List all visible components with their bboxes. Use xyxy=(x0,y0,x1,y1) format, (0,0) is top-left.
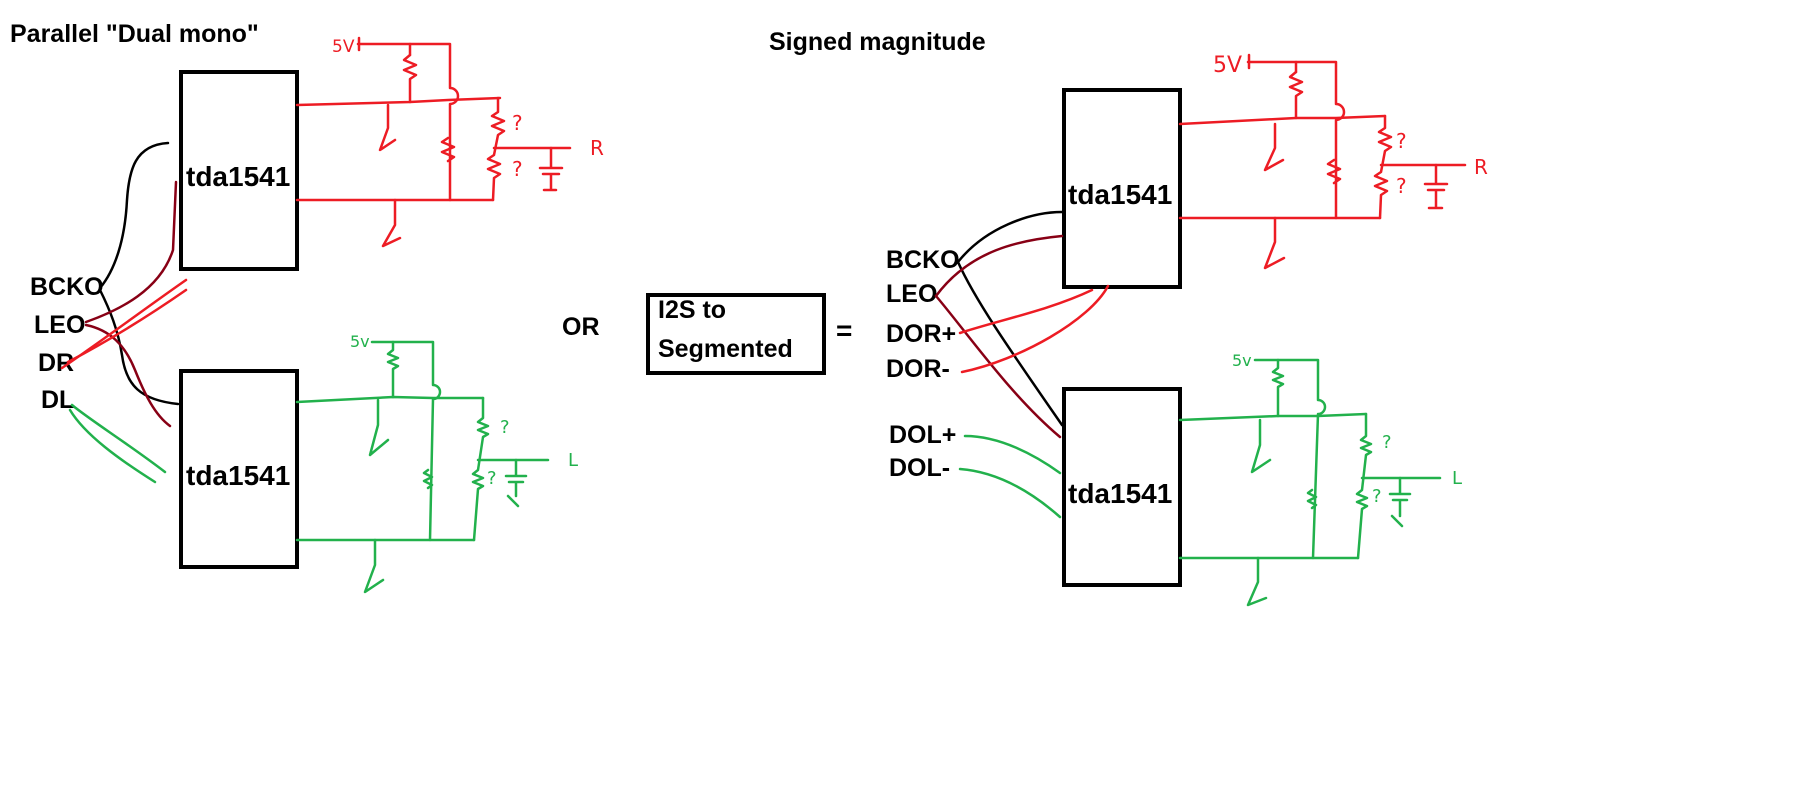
right-chip-bottom-label: tda1541 xyxy=(1068,478,1172,509)
left-pin-dl: DL xyxy=(41,386,74,414)
left-chip-top xyxy=(179,70,299,271)
right-supply-top: 5V xyxy=(1213,53,1242,78)
left-pin-bcko: BCKO xyxy=(30,273,104,301)
right-pin-dol-minus: DOL- xyxy=(889,454,950,482)
right-green-network xyxy=(1178,358,1442,607)
right-q3: ? xyxy=(1382,432,1392,453)
left-q1: ? xyxy=(512,111,523,135)
left-pin-leo: LEO xyxy=(34,311,85,339)
left-chip-bottom-label: tda1541 xyxy=(186,460,290,491)
converter-label-line2: Segmented xyxy=(658,335,793,363)
right-red-network xyxy=(1178,53,1467,270)
right-out-r: R xyxy=(1474,155,1488,179)
or-label: OR xyxy=(562,313,600,341)
left-q4: ? xyxy=(487,468,497,489)
right-title: Signed magnitude xyxy=(769,28,986,56)
right-input-wires xyxy=(934,210,1110,519)
right-pin-dor-plus: DOR+ xyxy=(886,320,956,348)
left-input-wires xyxy=(60,141,188,484)
left-q3: ? xyxy=(500,417,510,438)
equals-sign: = xyxy=(836,315,852,346)
right-chip-top xyxy=(1062,88,1182,289)
right-q2: ? xyxy=(1396,174,1407,198)
right-pin-dor-minus: DOR- xyxy=(886,355,950,383)
converter-box xyxy=(646,293,826,375)
converter-label-line1: I2S to xyxy=(658,296,726,324)
left-green-network xyxy=(295,340,550,594)
left-chip-bottom xyxy=(179,369,299,569)
right-pin-leo: LEO xyxy=(886,280,937,308)
right-q4: ? xyxy=(1372,486,1382,507)
left-chip-top-label: tda1541 xyxy=(186,161,290,192)
left-supply-top: 5V xyxy=(332,37,355,57)
right-supply-bottom: 5v xyxy=(1232,351,1252,370)
left-q2: ? xyxy=(512,157,523,181)
right-pin-bcko: BCKO xyxy=(886,246,960,274)
left-title: Parallel "Dual mono" xyxy=(10,20,259,48)
right-chip-bottom xyxy=(1062,387,1182,587)
left-supply-bottom: 5v xyxy=(350,332,370,351)
left-out-l: L xyxy=(568,450,578,471)
right-out-l: L xyxy=(1452,468,1462,489)
left-red-network xyxy=(295,36,572,248)
left-out-r: R xyxy=(590,136,604,160)
right-chip-top-label: tda1541 xyxy=(1068,179,1172,210)
right-pin-dol-plus: DOL+ xyxy=(889,421,956,449)
right-q1: ? xyxy=(1396,129,1407,153)
